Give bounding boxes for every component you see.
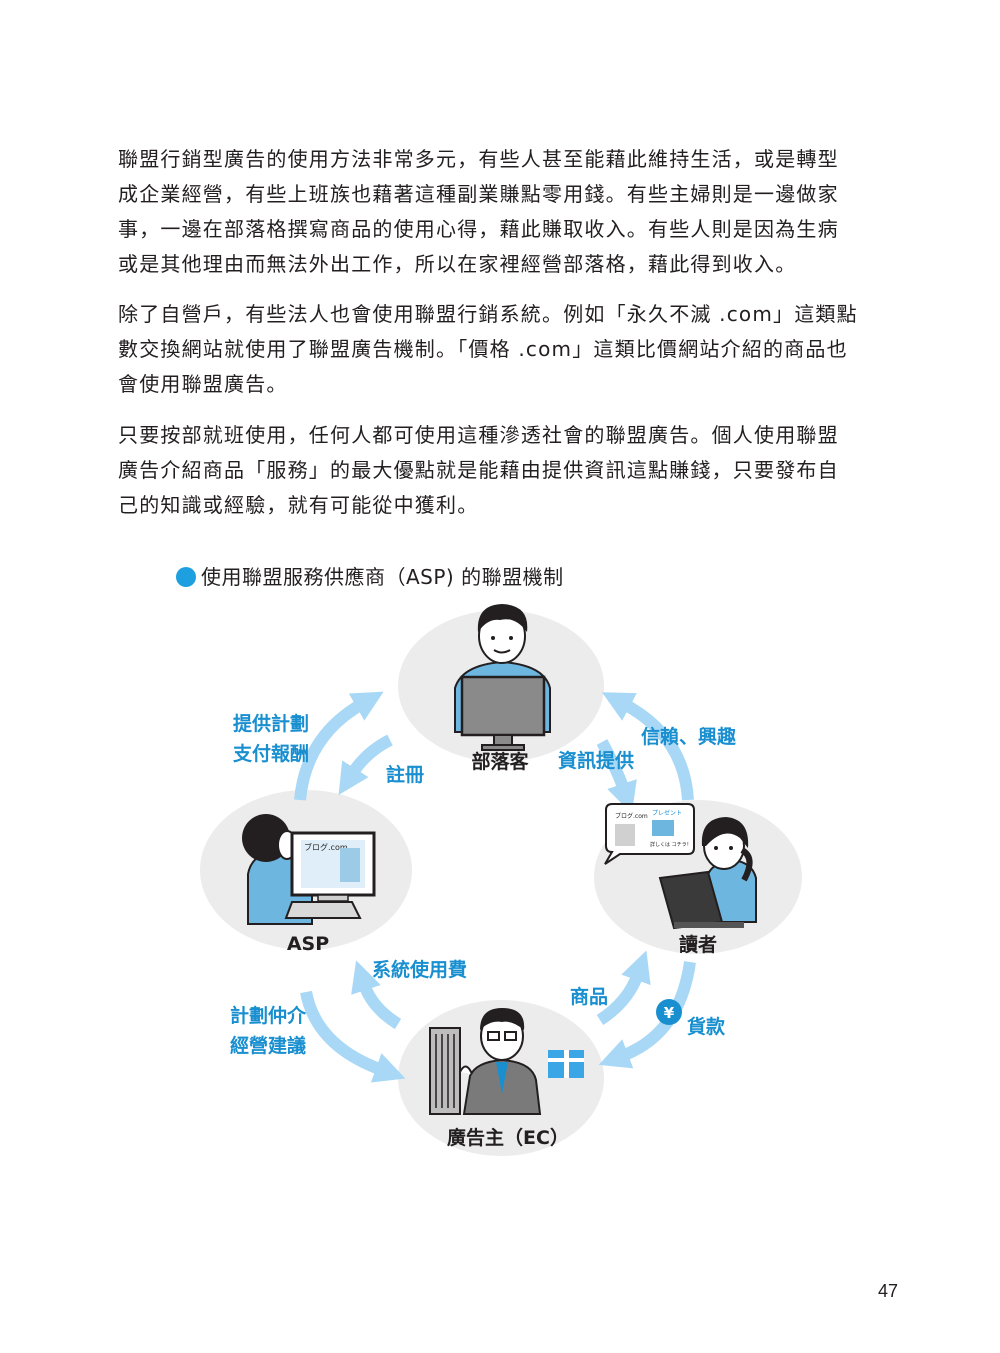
figure-title: 使用聯盟服務供應商（ASP) 的聯盟機制 <box>176 564 564 590</box>
arrow-asp-to-advertiser-icon <box>300 990 406 1083</box>
flow-arrows <box>294 691 696 1083</box>
blogger-monitor-icon <box>460 675 546 751</box>
server-rack-icon <box>429 1027 461 1115</box>
label-trust: 信賴、興趣 <box>641 725 737 748</box>
label-broker-line2: 經營建議 <box>230 1034 306 1057</box>
advertiser-label: 廣告主（EC） <box>447 1126 569 1149</box>
reader-laptop-icon <box>658 870 744 930</box>
asp-monitor-icon: ブログ.com <box>284 831 376 919</box>
arrow-asp-to-blogger-icon <box>294 691 384 801</box>
paragraph-2: 除了自營戶，有些法人也會使用聯盟行銷系統。例如「永久不滅 .com」這類點 數交… <box>118 302 858 396</box>
arrow-advertiser-to-asp-icon <box>351 960 402 1030</box>
label-system-fee: 系統使用費 <box>372 958 467 981</box>
page-number: 47 <box>878 1281 899 1301</box>
label-plan-line2: 支付報酬 <box>232 742 309 765</box>
arrow-blogger-to-reader-icon <box>596 739 637 814</box>
bubble-promo-text: プレゼント <box>652 809 682 817</box>
asp-screen-text: ブログ.com <box>304 842 348 852</box>
label-payment: 貨款 <box>687 1015 726 1038</box>
figure-title-text: 使用聯盟服務供應商（ASP) 的聯盟機制 <box>201 565 564 589</box>
yen-coin-icon: ¥ <box>656 999 682 1025</box>
bubble-cta-text: 詳しくは コチラ！ <box>650 841 692 848</box>
arrow-advertiser-to-reader-icon <box>596 950 651 1026</box>
yen-symbol: ¥ <box>664 1004 675 1022</box>
label-info: 資訊提供 <box>558 749 634 772</box>
label-plan-line1: 提供計劃 <box>233 712 309 735</box>
blogger-label: 部落客 <box>471 750 529 773</box>
paragraph-1: 聯盟行銷型廣告的使用方法非常多元，有些人甚至能藉此維持生活，或是轉型 成企業經營… <box>118 147 839 276</box>
asp-label: ASP <box>287 933 329 955</box>
reader-label: 讀者 <box>679 933 717 956</box>
bubble-site-text: ブログ.com <box>615 812 648 820</box>
arrow-blogger-to-asp-icon <box>338 734 393 796</box>
label-broker-line1: 計劃仲介 <box>230 1004 307 1027</box>
reader-person-icon <box>701 817 757 923</box>
speech-bubble: ブログ.com プレゼント 詳しくは コチラ！ <box>604 803 695 865</box>
paragraph-3: 只要按部就班使用，任何人都可使用這種滲透社會的聯盟廣告。個人使用聯盟 廣告介紹商… <box>118 423 839 517</box>
arrow-reader-to-blogger-icon <box>601 692 694 801</box>
label-product: 商品 <box>570 985 608 1008</box>
label-register: 註冊 <box>386 763 424 786</box>
advertiser-person-icon <box>459 1008 542 1115</box>
bullet-dot-icon <box>176 567 196 587</box>
gift-box-icon <box>548 1041 584 1078</box>
